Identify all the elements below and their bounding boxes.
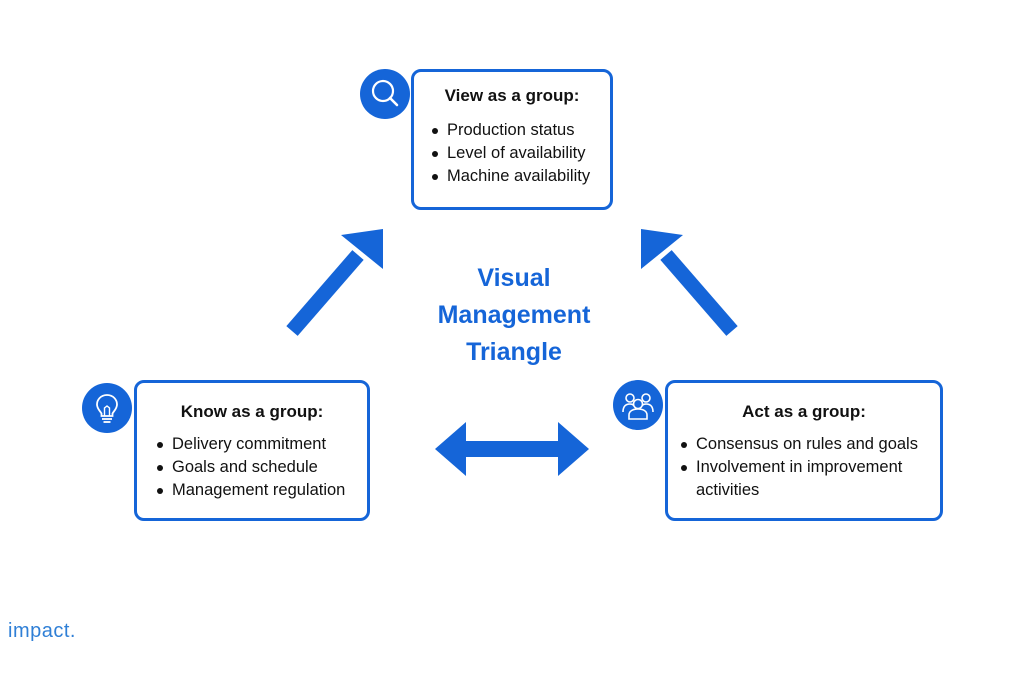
list-item: Consensus on rules and goals [679,433,932,456]
act-as-group-box: Act as a group: Consensus on rules and g… [665,380,943,521]
view-heading: View as a group: [444,86,580,105]
act-heading: Act as a group: [742,402,866,421]
arrow-act-to-view [641,229,738,336]
act-list: Consensus on rules and goals Involvement… [668,433,940,502]
list-item: Level of availability [430,142,610,165]
know-as-group-box: Know as a group: Delivery commitment Goa… [134,380,370,521]
know-list: Delivery commitment Goals and schedule M… [137,433,367,502]
list-item: Involvement in improvement activities [679,456,932,502]
arrow-know-act-bidirectional [435,422,589,476]
diagram-title: Visual Management Triangle [414,260,614,371]
list-item: Machine availability [430,165,610,188]
list-item: Production status [430,119,610,142]
view-list: Production status Level of availability … [414,119,610,188]
people-icon [613,380,663,430]
list-item: Delivery commitment [155,433,367,456]
lightbulb-icon [82,383,132,433]
impact-logo: impact. [8,620,76,642]
list-item: Management regulation [155,479,367,502]
title-line: Triangle [466,338,562,366]
view-as-group-box: View as a group: Production status Level… [411,69,613,210]
list-item: Goals and schedule [155,456,367,479]
search-icon [360,69,410,119]
know-heading: Know as a group: [180,402,324,421]
title-line: Management [437,301,591,329]
arrow-know-to-view [286,229,383,336]
title-line: Visual [477,264,551,292]
